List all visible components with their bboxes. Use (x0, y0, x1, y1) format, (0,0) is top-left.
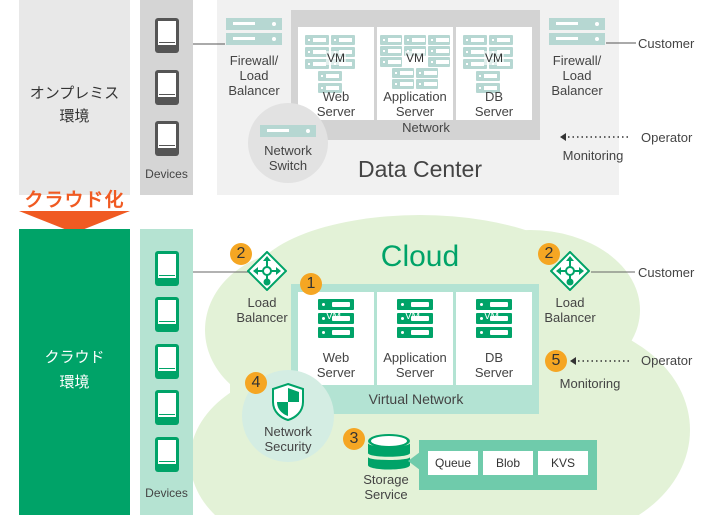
storage-item-kvs: KVS (538, 451, 588, 475)
operator-label: Operator (641, 130, 693, 145)
cloud-environment-label: クラウド 環境 (19, 345, 130, 395)
firewall-icon (549, 18, 605, 48)
devices-label: Devices (145, 167, 188, 181)
load-balancer-icon (550, 251, 590, 291)
onprem-environment-column (19, 0, 130, 195)
customer-label: Customer (638, 265, 695, 280)
storage-icon (368, 434, 410, 470)
operator-label: Operator (641, 353, 693, 368)
device-icon (155, 390, 179, 425)
step-badge-2: 2 (230, 243, 252, 265)
cloud-title: Cloud (380, 240, 460, 273)
vm-label: VM (484, 51, 504, 65)
monitoring-label: Monitoring (559, 376, 621, 391)
device-icon (155, 121, 179, 156)
storage-item-queue: Queue (428, 451, 478, 475)
onprem-environment-label: オンプレミス 環境 (19, 82, 130, 128)
vm-label: VM (484, 311, 499, 322)
cloudify-label: クラウド化 (24, 190, 125, 211)
callout-pointer (408, 452, 420, 470)
data-center-title: Data Center (357, 156, 482, 182)
firewall-right-label: Firewall/ Load Balancer (551, 53, 603, 98)
connector-line (591, 271, 635, 273)
down-arrow-icon (19, 211, 130, 233)
cloud-environment-column (19, 229, 130, 515)
step-badge-3: 3 (343, 428, 365, 450)
dotted-arrow-icon (560, 133, 630, 141)
dotted-arrow-icon (570, 357, 632, 365)
cloud-devices-column: Devices (140, 229, 193, 515)
device-icon (155, 18, 179, 53)
step-badge-5: 5 (545, 350, 567, 372)
connector-line (193, 271, 253, 273)
virtual-network-label: Virtual Network (368, 391, 464, 407)
shield-icon (272, 382, 304, 422)
cloud-label-line1: クラウド (44, 349, 105, 366)
vm-label: VM (326, 311, 341, 322)
onprem-devices-column: Devices (140, 0, 193, 195)
vm-label: VM (326, 51, 346, 65)
vm-label: VM (405, 311, 420, 322)
vm-label: VM (405, 51, 425, 65)
onprem-label-line1: オンプレミス (29, 85, 120, 102)
load-balancer-icon (247, 251, 287, 291)
connector-line (606, 42, 636, 44)
onprem-label-line2: 環境 (59, 108, 90, 125)
step-badge-2: 2 (538, 243, 560, 265)
step-badge-4: 4 (245, 372, 267, 394)
device-icon (155, 251, 179, 286)
firewall-icon (226, 18, 282, 48)
connector-line (193, 43, 225, 45)
storage-item-blob: Blob (483, 451, 533, 475)
cloud-label-line2: 環境 (59, 374, 90, 391)
devices-label: Devices (145, 486, 188, 500)
device-icon (155, 297, 179, 332)
firewall-left-label: Firewall/ Load Balancer (228, 53, 280, 98)
customer-label: Customer (638, 36, 695, 51)
device-icon (155, 437, 179, 472)
monitoring-label: Monitoring (562, 148, 624, 163)
device-icon (155, 70, 179, 105)
step-badge-1: 1 (300, 273, 322, 295)
device-icon (155, 344, 179, 379)
storage-types-panel: Queue Blob KVS (419, 440, 597, 490)
network-label: Network (402, 120, 450, 135)
